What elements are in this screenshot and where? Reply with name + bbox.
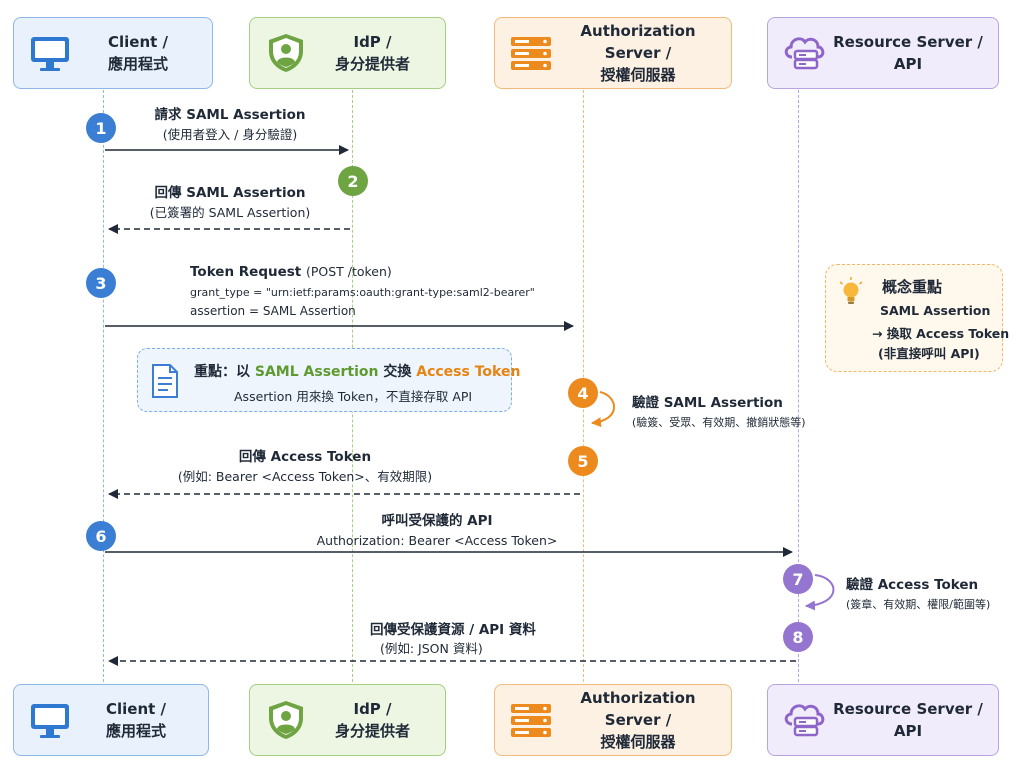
step-6-subtitle: Authorization: Bearer <Access Token> <box>316 533 558 548</box>
arrow-step4-self <box>591 391 615 428</box>
step-4-title: 驗證 SAML Assertion <box>632 395 783 411</box>
actor-resource-top: Resource Server / API <box>767 17 999 89</box>
step-6-badge: 6 <box>86 521 116 551</box>
step-7-badge: 7 <box>783 564 813 594</box>
auth-name-line2: 授權伺服器 <box>600 733 676 751</box>
resource-lifeline <box>798 90 799 682</box>
step-2-subtitle: (已簽署的 SAML Assertion) <box>149 205 311 220</box>
client-name-line2: 應用程式 <box>107 55 168 73</box>
step-2-badge: 2 <box>338 166 368 196</box>
step-1-badge: 1 <box>86 113 116 143</box>
step-3-badge: 3 <box>86 268 116 298</box>
client-name-line2: 應用程式 <box>105 722 166 740</box>
step-1-subtitle: (使用者登入 / 身分驗證) <box>162 127 298 142</box>
actor-idp-top: IdP / 身分提供者 <box>249 17 446 89</box>
step-8-title: 回傳受保護資源 / API 資料 <box>370 622 536 638</box>
auth-name-line2: 授權伺服器 <box>600 66 676 84</box>
resource-name-line1: Resource Server / <box>833 700 983 718</box>
resource-name-line2: API <box>893 55 923 73</box>
note-mid: 交換 <box>378 364 417 380</box>
concept-line3: (非直接呼叫 API) <box>878 346 980 361</box>
lightbulb-icon <box>839 277 863 304</box>
idp-name-line1: IdP / <box>353 33 392 51</box>
shield-user-icon <box>264 698 308 742</box>
concept-box: 概念重點 SAML Assertion → 換取 Access Token (非… <box>825 264 1009 372</box>
auth-name-line1: Authorization Server / <box>580 22 696 62</box>
resource-name-line1: Resource Server / <box>833 33 983 51</box>
step-8-subtitle: (例如: JSON 資料) <box>380 641 483 656</box>
note-title: 重點：以 SAML Assertion 交換 Access Token <box>194 361 520 381</box>
cloud-server-icon <box>782 31 826 75</box>
note-description: Assertion 用來換 Token，不直接存取 API <box>234 389 473 404</box>
step-5-title: 回傳 Access Token <box>238 449 372 465</box>
step-6-title: 呼叫受保護的 API <box>381 513 493 529</box>
client-name-line1: Client / <box>105 700 166 718</box>
cloud-server-icon <box>782 698 826 742</box>
actor-resource-bottom: Resource Server / API <box>767 684 999 756</box>
step-3-assertion: assertion = SAML Assertion <box>190 304 356 318</box>
actor-client-top: Client / 應用程式 <box>13 17 213 89</box>
step-3-title: Token Request (POST /token) <box>190 263 392 281</box>
concept-line2: → 換取 Access Token <box>872 326 1010 341</box>
monitor-icon <box>28 31 72 75</box>
note-token-highlight: Access Token <box>416 364 521 380</box>
client-name-line1: Client / <box>107 33 168 51</box>
step-4-badge: 4 <box>568 378 598 408</box>
server-icon <box>509 698 553 742</box>
step-3-title-suffix: (POST /token) <box>305 264 392 279</box>
arrow-step7-self <box>805 574 835 611</box>
step-5-subtitle: (例如: Bearer <Access Token>、有效期限) <box>177 469 433 484</box>
actor-idp-bottom: IdP / 身分提供者 <box>249 684 446 756</box>
step-3-title-text: Token Request <box>190 264 302 280</box>
key-point-note: 重點：以 SAML Assertion 交換 Access Token Asse… <box>137 348 520 412</box>
step-4-subtitle: (驗簽、受眾、有效期、撤銷狀態等) <box>632 416 806 429</box>
auth-name-line1: Authorization Server / <box>580 689 696 729</box>
step-2-title: 回傳 SAML Assertion <box>154 185 306 201</box>
concept-title: 概念重點 <box>882 278 943 296</box>
actor-client-bottom: Client / 應用程式 <box>13 684 209 756</box>
step-7-subtitle: (簽章、有效期、權限/範圍等) <box>846 598 991 611</box>
monitor-icon <box>28 698 72 742</box>
step-3-grant-type: grant_type = "urn:ietf:params:oauth:gran… <box>190 286 535 299</box>
document-icon <box>152 364 178 398</box>
step-7-title: 驗證 Access Token <box>846 577 979 593</box>
idp-name-line2: 身分提供者 <box>334 722 410 740</box>
step-1-title: 請求 SAML Assertion <box>154 107 306 123</box>
client-lifeline <box>103 90 104 682</box>
resource-name-line2: API <box>893 722 923 740</box>
shield-user-icon <box>264 31 308 75</box>
step-8-badge: 8 <box>783 622 813 652</box>
idp-name-line2: 身分提供者 <box>334 55 410 73</box>
note-saml-highlight: SAML Assertion <box>254 364 379 380</box>
actor-auth-top: Authorization Server / 授權伺服器 <box>494 17 732 89</box>
idp-name-line1: IdP / <box>353 700 392 718</box>
concept-line1: SAML Assertion <box>880 303 991 318</box>
note-prefix: 重點：以 <box>194 364 255 380</box>
actor-auth-bottom: Authorization Server / 授權伺服器 <box>494 684 732 756</box>
server-icon <box>509 31 553 75</box>
step-5-badge: 5 <box>568 446 598 476</box>
